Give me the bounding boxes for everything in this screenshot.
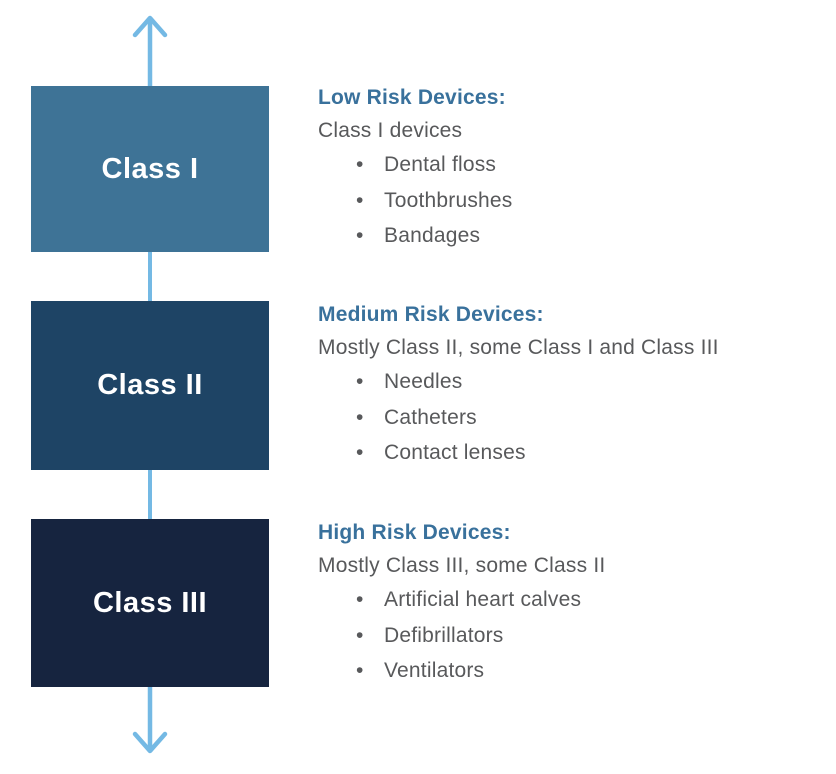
down-arrow-icon (132, 687, 168, 754)
high-risk-bullet-list: Artificial heart calves Defibrillators V… (318, 582, 828, 689)
low-risk-section: Low Risk Devices: Class I devices Dental… (318, 86, 828, 254)
class-1-box-label: Class I (101, 152, 199, 185)
list-item: Dental floss (318, 147, 828, 183)
low-risk-heading: Low Risk Devices: (318, 86, 506, 109)
medium-risk-subtitle: Mostly Class II, some Class I and Class … (318, 336, 719, 359)
connector-line (148, 252, 152, 301)
high-risk-subtitle: Mostly Class III, some Class II (318, 554, 606, 577)
low-risk-subtitle: Class I devices (318, 119, 463, 142)
list-item: Artificial heart calves (318, 582, 828, 618)
up-arrow-icon (132, 15, 168, 86)
class-3-box: Class III (31, 519, 269, 687)
list-item: Defibrillators (318, 618, 828, 654)
list-item: Toothbrushes (318, 183, 828, 219)
list-item: Contact lenses (318, 435, 828, 471)
list-item: Bandages (318, 218, 828, 254)
high-risk-heading: High Risk Devices: (318, 521, 511, 544)
class-3-box-label: Class III (92, 586, 208, 619)
medium-risk-bullet-list: Needles Catheters Contact lenses (318, 364, 828, 471)
class-1-box: Class I (31, 86, 269, 252)
list-item: Ventilators (318, 653, 828, 689)
list-item: Catheters (318, 400, 828, 436)
low-risk-bullet-list: Dental floss Toothbrushes Bandages (318, 147, 828, 254)
medium-risk-section: Medium Risk Devices: Mostly Class II, so… (318, 303, 828, 471)
connector-line (148, 470, 152, 519)
list-item: Needles (318, 364, 828, 400)
high-risk-section: High Risk Devices: Mostly Class III, som… (318, 521, 828, 689)
class-2-box: Class II (31, 301, 269, 470)
class-2-box-label: Class II (97, 369, 203, 401)
medium-risk-heading: Medium Risk Devices: (318, 303, 544, 326)
